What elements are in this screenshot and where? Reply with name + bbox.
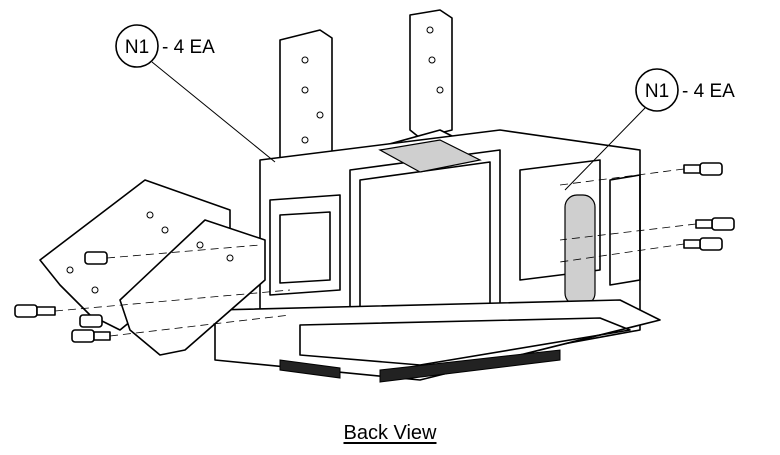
callout-n1-left: N1 - 4 EA [115, 24, 276, 163]
callout-circle [115, 24, 159, 68]
callout-label: N1 [125, 37, 149, 58]
view-caption: Back View [0, 422, 780, 445]
callout-n1-right: N1 - 4 EA [564, 68, 735, 191]
screw [695, 217, 735, 231]
screw [683, 162, 723, 176]
screw [84, 251, 108, 265]
screw [14, 304, 56, 318]
callout-quantity: - 4 EA [162, 37, 215, 58]
callout-quantity: - 4 EA [682, 81, 735, 102]
screw [79, 314, 103, 328]
chassis-body [214, 129, 661, 383]
insertion-paths [54, 168, 697, 337]
left-side-plates [39, 179, 266, 356]
caption-text: Back View [343, 422, 437, 444]
screw [683, 237, 723, 251]
leader-line [564, 107, 646, 191]
screw [71, 329, 111, 343]
screws [14, 162, 735, 343]
callout-circle [635, 68, 679, 112]
callout-label: N1 [645, 81, 669, 102]
leader-line [151, 61, 276, 163]
